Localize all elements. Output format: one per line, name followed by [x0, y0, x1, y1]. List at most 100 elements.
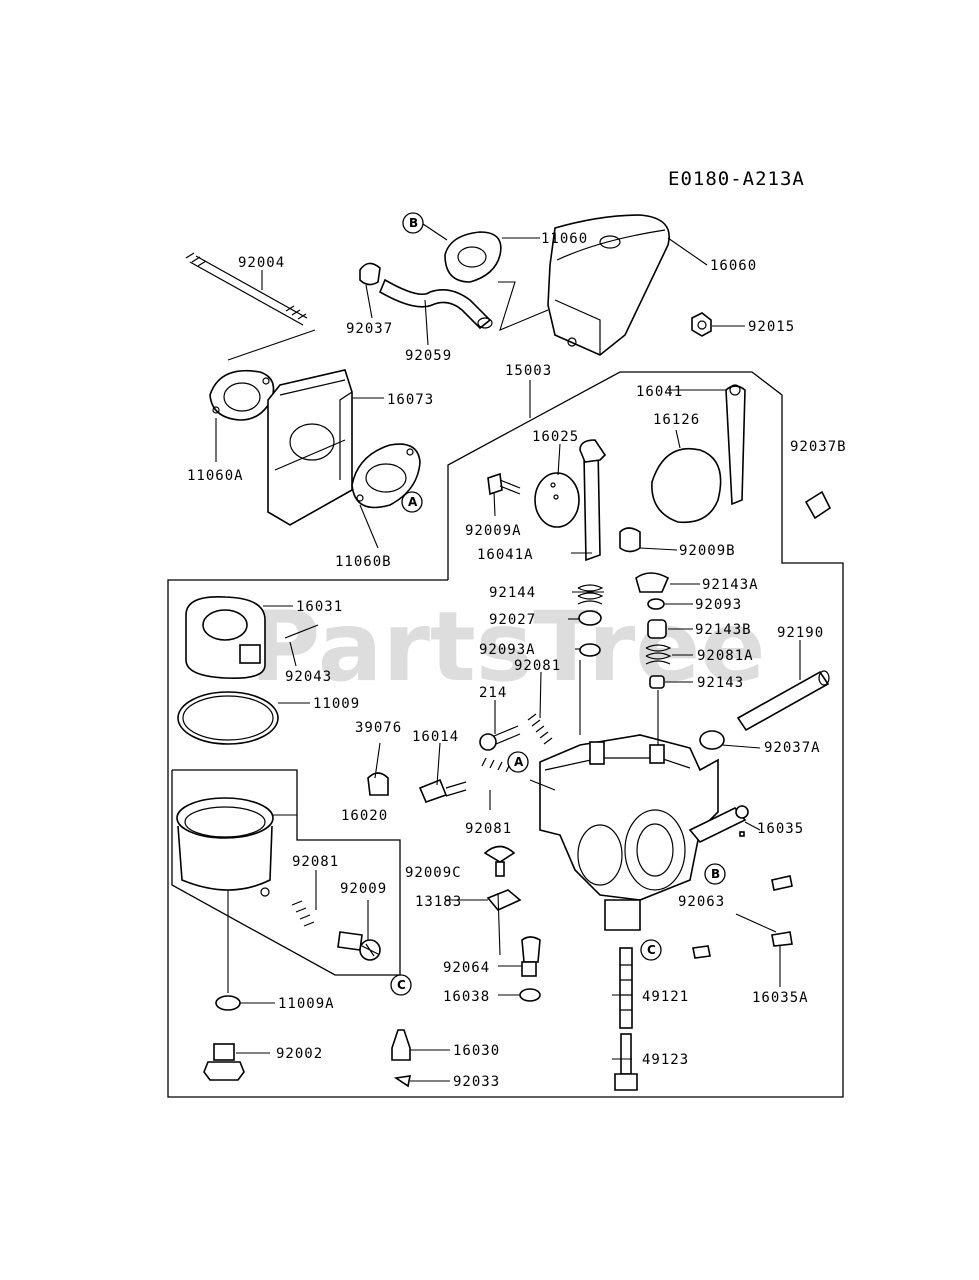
- carburetor-body-15003: [539, 734, 745, 931]
- label-16041: 16041: [636, 384, 683, 400]
- label-92043: 92043: [285, 669, 332, 685]
- gasket-11060B: [351, 443, 421, 509]
- clamp-92037: [359, 262, 381, 286]
- label-16030: 16030: [453, 1043, 500, 1059]
- clip-92033: [393, 1075, 412, 1088]
- label-92037B: 92037B: [790, 439, 847, 455]
- label-92143A: 92143A: [702, 577, 759, 593]
- svg-text:B: B: [711, 867, 720, 881]
- oring-92093A: [579, 643, 601, 657]
- clip-92037B: [804, 490, 832, 520]
- label-11060: 11060: [541, 231, 588, 247]
- svg-text:A: A: [408, 495, 418, 509]
- assembly-frame-15003: [167, 371, 844, 1098]
- oring-92093: [647, 598, 665, 610]
- label-11009: 11009: [313, 696, 360, 712]
- plug-92063-right: [771, 931, 793, 947]
- label-39076: 39076: [355, 720, 402, 736]
- label-92027: 92027: [489, 612, 536, 628]
- label-92009C: 92009C: [405, 865, 462, 881]
- pin-92043: [284, 624, 319, 639]
- float-16031: [185, 596, 266, 680]
- leader-lines: [215, 221, 801, 1082]
- plate-13183: [486, 889, 522, 911]
- ref-marker-A-body: A: [507, 751, 529, 773]
- throttle-plate-16126: [651, 448, 722, 524]
- label-92064: 92064: [443, 960, 490, 976]
- label-92093: 92093: [695, 597, 742, 613]
- cap-92143A: [635, 572, 670, 593]
- label-92004: 92004: [238, 255, 285, 271]
- float-bowl-16020: [176, 797, 274, 897]
- spring-92081-mid: [481, 757, 511, 773]
- clip-92037A: [699, 730, 725, 750]
- screw-92009: [337, 931, 381, 961]
- gasket-11009: [177, 691, 279, 745]
- label-11060A: 11060A: [187, 468, 244, 484]
- screw-92009C: [483, 845, 516, 877]
- label-92144: 92144: [489, 585, 536, 601]
- label-16038: 16038: [443, 989, 490, 1005]
- label-214: 214: [479, 685, 507, 701]
- label-16060: 16060: [710, 258, 757, 274]
- label-92002: 92002: [276, 1046, 323, 1062]
- label-92081-low: 92081: [465, 821, 512, 837]
- label-92015: 92015: [748, 319, 795, 335]
- label-11009A: 11009A: [278, 996, 335, 1012]
- spring-92081A: [645, 644, 672, 665]
- screw-92009B: [619, 527, 641, 553]
- emulsion-tube-49121: [619, 947, 633, 1029]
- shaft-16041: [725, 384, 746, 506]
- screw-92009A: [487, 472, 521, 496]
- oring-16038: [519, 988, 541, 1002]
- label-16035: 16035: [757, 821, 804, 837]
- needle-16030: [391, 1029, 411, 1061]
- svg-text:A: A: [514, 755, 524, 769]
- hose-92059: [378, 278, 493, 330]
- label-92143: 92143: [697, 675, 744, 691]
- label-92190: 92190: [777, 625, 824, 641]
- gasket-11060A: [209, 369, 275, 421]
- label-92037A: 92037A: [764, 740, 821, 756]
- ref-marker-A-gasket: A: [401, 491, 423, 513]
- label-16031: 16031: [296, 599, 343, 615]
- drain-bolt-92002: [203, 1043, 245, 1081]
- svg-text:B: B: [409, 216, 418, 230]
- label-92093A: 92093A: [479, 642, 536, 658]
- watermark: PartsTree: [250, 591, 765, 703]
- washer-92027: [578, 610, 602, 626]
- screw-16014: [418, 778, 467, 804]
- label-16014: 16014: [412, 729, 459, 745]
- screw-16035: [688, 805, 749, 843]
- ref-marker-C-left: C: [390, 974, 412, 996]
- label-16073: 16073: [387, 392, 434, 408]
- cover-16060: [547, 214, 670, 356]
- label-92081-top: 92081: [514, 658, 561, 674]
- label-92059: 92059: [405, 348, 452, 364]
- ref-marker-B-body: B: [704, 863, 726, 885]
- ref-marker-C-body: C: [640, 939, 662, 961]
- washer-11009A: [215, 995, 241, 1011]
- screw-16035A: [771, 875, 793, 891]
- spring-92081-pilot: [527, 713, 553, 745]
- jet-49123: [614, 1033, 638, 1091]
- shaft-16041A: [579, 439, 607, 562]
- label-92009A: 92009A: [465, 523, 522, 539]
- choke-plate-16025: [534, 472, 580, 528]
- screw-214: [479, 725, 521, 751]
- diagram-code: E0180-A213A: [668, 168, 805, 190]
- label-16025: 16025: [532, 429, 579, 445]
- float-bowl-subframe: [171, 769, 401, 976]
- ref-marker-B-top: B: [402, 212, 424, 234]
- spring-92081-bowl: [291, 900, 315, 927]
- label-92081A: 92081A: [697, 648, 754, 664]
- label-16126: 16126: [653, 412, 700, 428]
- label-15003: 15003: [505, 363, 552, 379]
- label-13183: 13183: [415, 894, 462, 910]
- plug-small-C: [692, 945, 711, 959]
- svg-text:C: C: [397, 978, 406, 992]
- label-92143B: 92143B: [695, 622, 752, 638]
- label-92063: 92063: [678, 894, 725, 910]
- insulator-16073: [267, 369, 353, 526]
